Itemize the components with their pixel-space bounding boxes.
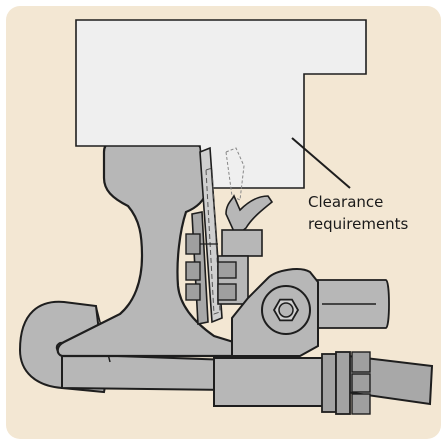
nut-icon — [185, 283, 201, 301]
annotation-leader-line — [291, 137, 351, 189]
annotation-label-line1: Clearance — [308, 193, 383, 211]
clearance-envelope — [75, 19, 367, 189]
nut-icon — [185, 261, 201, 281]
nut-icon — [351, 393, 371, 415]
spring-finger — [225, 194, 274, 238]
hose-clamp — [213, 351, 371, 415]
nut-icon — [217, 283, 237, 301]
nut-icon — [351, 351, 371, 373]
main-bracket — [231, 268, 319, 357]
clearance-ghost-outline — [225, 147, 245, 201]
nut-icon — [217, 261, 237, 279]
nut-icon — [351, 373, 371, 393]
support-block — [185, 229, 263, 305]
annotation-label-line2: requirements — [308, 215, 409, 233]
nut-icon — [185, 233, 201, 255]
